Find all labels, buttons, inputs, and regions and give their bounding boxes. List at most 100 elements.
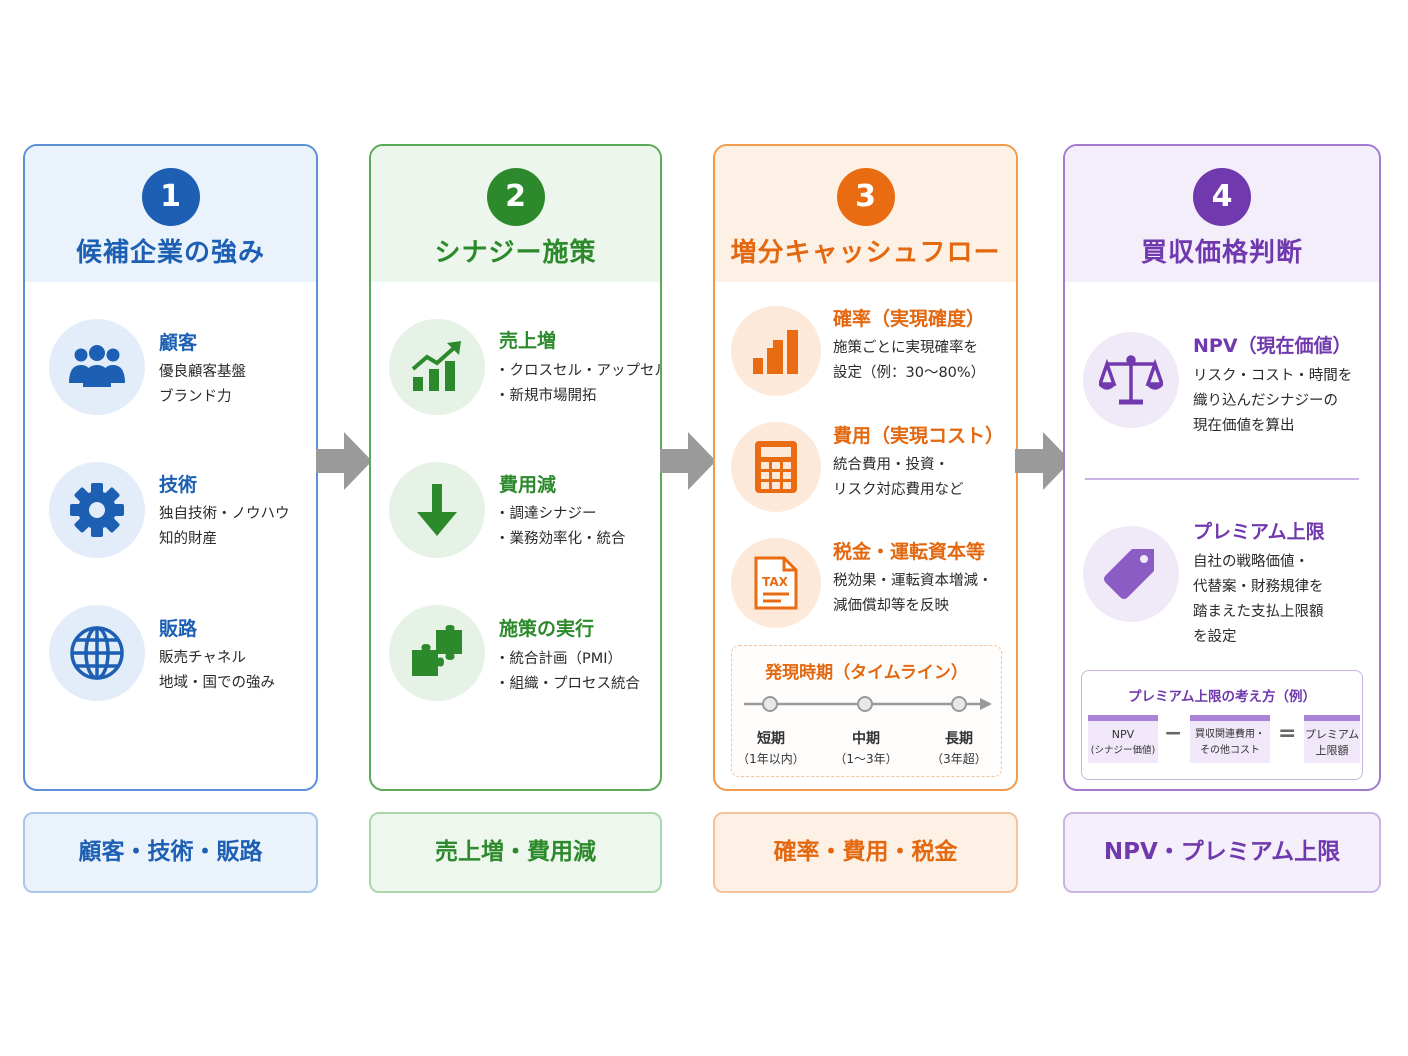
bar-chart-icon	[731, 306, 821, 396]
item-title: 税金・運転資本等	[833, 541, 986, 563]
timeline-point-label: 中期	[852, 731, 880, 747]
column-acquisition-price: 4 買収価格判断 NPV（現在価値） リスク・コスト・時間を 織り込んだシナジー…	[1063, 144, 1381, 791]
equals-operator: =	[1278, 721, 1297, 746]
column-title: シナジー施策	[434, 238, 597, 268]
item-desc: ・クロスセル・アップセル ・新規市場開拓	[495, 359, 662, 409]
item-title: NPV（現在価値）	[1193, 335, 1352, 357]
footer-summary-2: 売上増・費用減	[369, 812, 662, 893]
timeline-point-sub: （1年以内）	[737, 752, 805, 766]
tax-document-icon: TAX	[731, 538, 821, 628]
desc-line: ・統合計画（PMI）	[495, 651, 623, 667]
arrow-right-icon	[660, 432, 716, 490]
growth-chart-icon	[389, 319, 485, 415]
formula-cost-box: 買収関連費用・ その他コスト	[1190, 715, 1270, 763]
formula-npv-box: NPV (シナジー価値)	[1088, 715, 1158, 763]
desc-line: ・業務効率化・統合	[495, 531, 626, 547]
globe-icon	[49, 605, 145, 701]
desc-line: リスク対応費用など	[833, 482, 964, 498]
desc-line: 代替案・財務規律を	[1193, 579, 1324, 595]
column-header: 4 買収価格判断	[1065, 146, 1379, 282]
item-title: 売上増	[499, 330, 557, 352]
desc-line: 税効果・運転資本増減・	[833, 573, 993, 589]
column-title: 買収価格判断	[1140, 238, 1303, 268]
item-desc: 優良顧客基盤 ブランド力	[159, 360, 246, 410]
desc-line: 優良顧客基盤	[159, 364, 246, 380]
item-title: 顧客	[159, 332, 198, 354]
desc-line: ・新規市場開拓	[495, 388, 597, 404]
desc-line: 自社の戦略価値・	[1193, 554, 1309, 570]
desc-line: 施策ごとに実現確率を	[833, 340, 978, 356]
item-desc: 独自技術・ノウハウ 知的財産	[159, 502, 290, 552]
scale-icon	[1083, 332, 1179, 428]
footer-summary-3: 確率・費用・税金	[713, 812, 1018, 893]
item-desc: 自社の戦略価値・ 代替案・財務規律を 踏まえた支払上限額 を設定	[1193, 550, 1324, 650]
formula-title: プレミアム上限の考え方（例）	[1127, 689, 1317, 705]
item-title: プレミアム上限	[1193, 521, 1325, 543]
item-desc: リスク・コスト・時間を 織り込んだシナジーの 現在価値を算出	[1193, 364, 1352, 439]
footer-summary-1: 顧客・技術・販路	[23, 812, 318, 893]
column-candidate-strengths: 1 候補企業の強み 顧客 優良顧客基盤 ブランド力	[23, 144, 318, 791]
formula-text: その他コスト	[1200, 745, 1260, 756]
timeline-box: 発現時期（タイムライン） 短期 （1年以内） 中期 （1〜3年） 長期 （3年超…	[731, 645, 1002, 777]
item-title: 確率（実現確度）	[833, 308, 986, 330]
item-title: 技術	[159, 474, 198, 496]
timeline-title: 発現時期（タイムライン）	[765, 663, 968, 683]
step-badge: 1	[141, 168, 200, 226]
desc-line: 踏まえた支払上限額	[1193, 604, 1324, 620]
column-header: 3 増分キャッシュフロー	[715, 146, 1016, 282]
formula-text: 買収関連費用・	[1195, 729, 1265, 740]
formula-text: (シナジー価値)	[1090, 745, 1156, 756]
formula-text: プレミアム	[1304, 728, 1360, 741]
timeline-line	[744, 696, 992, 712]
section-divider	[1085, 478, 1359, 480]
item-title: 施策の実行	[499, 618, 595, 640]
timeline-point-label: 長期	[945, 731, 973, 747]
desc-line: ・組織・プロセス統合	[495, 676, 640, 692]
calculator-icon	[731, 422, 821, 512]
arrow-down-icon	[389, 462, 485, 558]
desc-line: リスク・コスト・時間を	[1193, 368, 1353, 384]
item-desc: 統合費用・投資・ リスク対応費用など	[833, 453, 964, 503]
column-incremental-cashflow: 3 増分キャッシュフロー 確率（実現確度） 施策ごとに実現確率を 設定（例：30…	[713, 144, 1018, 791]
desc-line: 統合費用・投資・	[833, 457, 949, 473]
desc-line: 販売チャネル	[159, 650, 246, 666]
desc-line: 設定（例：30〜80%）	[833, 365, 986, 381]
desc-line: 独自技術・ノウハウ	[159, 506, 290, 522]
item-desc: ・統合計画（PMI） ・組織・プロセス統合	[495, 647, 640, 697]
step-badge: 4	[1193, 168, 1251, 226]
desc-line: 織り込んだシナジーの	[1193, 393, 1338, 409]
desc-line: 地域・国での強み	[159, 675, 275, 691]
desc-line: を設定	[1193, 629, 1237, 645]
item-desc: ・調達シナジー ・業務効率化・統合	[495, 502, 626, 552]
desc-line: 現在価値を算出	[1193, 418, 1295, 434]
minus-operator: −	[1164, 721, 1183, 746]
column-title: 候補企業の強み	[75, 238, 265, 268]
desc-line: 知的財産	[159, 531, 217, 547]
desc-line: ・クロスセル・アップセル	[495, 363, 662, 379]
gear-icon	[49, 462, 145, 558]
timeline-point-sub: （1〜3年）	[834, 752, 898, 766]
item-desc: 税効果・運転資本増減・ 減価償却等を反映	[833, 569, 993, 619]
formula-text: 上限額	[1315, 744, 1349, 757]
item-desc: 施策ごとに実現確率を 設定（例：30〜80%）	[833, 336, 985, 386]
column-synergy-measures: 2 シナジー施策 売上増 ・クロスセル・アップセル ・新規市場開拓 費用減	[369, 144, 662, 791]
item-title: 費用（実現コスト）	[833, 425, 1005, 447]
step-badge: 2	[486, 168, 545, 226]
tax-icon-text: TAX	[762, 575, 789, 589]
item-desc: 販売チャネル 地域・国での強み	[159, 646, 275, 696]
column-header: 2 シナジー施策	[371, 146, 660, 282]
arrow-right-icon	[1015, 432, 1071, 490]
people-icon	[49, 319, 145, 415]
footer-summary-4: NPV・プレミアム上限	[1063, 812, 1381, 893]
desc-line: 減価償却等を反映	[833, 598, 949, 614]
item-title: 販路	[159, 618, 198, 640]
desc-line: ・調達シナジー	[495, 506, 597, 522]
premium-formula-box: プレミアム上限の考え方（例） NPV (シナジー価値) − 買収関連費用・ その…	[1081, 670, 1363, 780]
step-badge: 3	[836, 168, 895, 226]
column-header: 1 候補企業の強み	[25, 146, 316, 282]
price-tag-icon	[1083, 526, 1179, 622]
arrow-right-icon	[316, 432, 372, 490]
formula-text: NPV	[1111, 728, 1135, 741]
timeline-point-sub: （3年超）	[931, 752, 987, 766]
item-title: 費用減	[499, 474, 557, 496]
